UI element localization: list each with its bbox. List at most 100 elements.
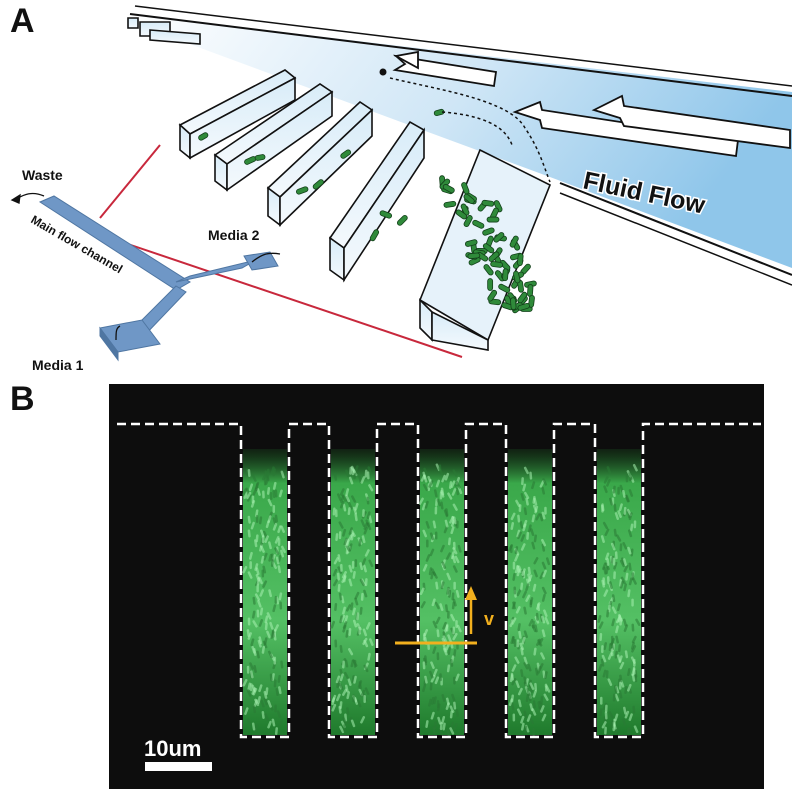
cell-speckle xyxy=(339,615,343,624)
cell-speckle xyxy=(274,536,280,544)
cell-speckle xyxy=(602,669,607,678)
cell-speckle xyxy=(452,676,456,685)
cell-speckle xyxy=(530,528,535,537)
bacterial-cell xyxy=(510,297,517,311)
cell-texture xyxy=(241,463,641,737)
cell-speckle xyxy=(446,728,451,737)
cell-speckle xyxy=(525,694,530,703)
cell-speckle xyxy=(516,588,522,597)
cell-speckle xyxy=(531,481,536,490)
cell-speckle xyxy=(272,604,277,613)
cell-speckle xyxy=(279,601,283,610)
cell-speckle xyxy=(247,717,252,726)
cell-speckle xyxy=(247,571,253,579)
cell-speckle xyxy=(603,566,607,575)
bacterial-cell xyxy=(527,284,534,297)
cell-speckle xyxy=(525,497,529,506)
cell-speckle xyxy=(613,528,617,537)
cell-speckle xyxy=(455,589,460,598)
cell-speckle xyxy=(614,551,618,560)
cell-speckle xyxy=(364,469,368,478)
cell-speckle xyxy=(337,554,341,563)
cell-speckle xyxy=(528,685,534,693)
cell-speckle xyxy=(272,490,276,499)
bacterial-cell xyxy=(472,219,485,229)
cell-speckle xyxy=(270,466,275,475)
cell-speckle xyxy=(531,624,537,633)
cell-speckle xyxy=(428,698,432,707)
cell-speckle xyxy=(614,713,619,722)
cell-speckle xyxy=(526,531,530,540)
cell-speckle xyxy=(606,576,610,585)
cell-speckle xyxy=(451,555,457,564)
bacterial-cell xyxy=(509,235,519,248)
cell-speckle xyxy=(425,521,430,529)
cell-speckle xyxy=(251,687,256,695)
cell-speckle xyxy=(439,603,444,611)
cell-speckle xyxy=(451,693,456,702)
flow-arrows xyxy=(392,50,791,158)
cell-speckle xyxy=(522,590,527,599)
cell-speckle xyxy=(269,621,274,630)
cell-speckle xyxy=(430,661,435,669)
cell-speckle xyxy=(442,635,448,643)
cell-speckle xyxy=(455,708,459,717)
cell-speckle xyxy=(274,489,278,498)
cell-speckle xyxy=(338,682,344,690)
cell-speckle xyxy=(544,671,548,679)
cell-speckle xyxy=(342,528,347,537)
bacterial-cell xyxy=(483,264,494,276)
cell-speckle xyxy=(338,705,342,714)
cell-speckle xyxy=(268,553,273,562)
cell-speckle xyxy=(360,592,364,601)
cell-speckle xyxy=(345,604,352,612)
cell-speckle xyxy=(341,660,345,669)
cell-speckle xyxy=(354,502,359,511)
cell-speckle xyxy=(510,512,516,521)
cell-speckle xyxy=(279,719,283,727)
cell-speckle xyxy=(614,650,618,659)
cell-speckle xyxy=(365,622,371,630)
cell-speckle xyxy=(429,548,435,557)
cell-speckle xyxy=(275,688,279,696)
cell-speckle xyxy=(617,486,620,495)
cell-speckle xyxy=(422,483,429,492)
cell-speckle xyxy=(368,559,374,568)
bacterial-cell xyxy=(464,239,478,247)
cell-speckle xyxy=(272,481,277,490)
cell-speckle xyxy=(605,552,610,561)
cell-speckle xyxy=(623,706,627,715)
cell-speckle xyxy=(348,627,352,636)
cell-speckle xyxy=(419,587,425,596)
cell-speckle xyxy=(606,466,612,474)
cell-speckle xyxy=(604,528,610,536)
cell-speckle xyxy=(271,629,275,638)
cell-speckle xyxy=(433,668,438,677)
cell-speckle xyxy=(366,496,370,505)
cell-speckle xyxy=(268,541,272,550)
cell-speckle xyxy=(247,632,252,640)
cell-speckle xyxy=(242,679,248,687)
cell-speckle xyxy=(353,675,357,684)
cell-speckle xyxy=(536,603,541,612)
cell-speckle xyxy=(433,696,437,705)
cell-speckle xyxy=(510,672,514,681)
cell-speckle xyxy=(353,697,359,705)
cell-speckle xyxy=(272,505,276,514)
cell-speckle xyxy=(352,570,356,579)
cell-speckle xyxy=(450,658,454,667)
bacterial-cell xyxy=(486,216,500,223)
cell-speckle xyxy=(272,468,276,477)
bacterial-cell xyxy=(463,193,475,205)
cell-speckle xyxy=(440,544,445,553)
zoom-lines xyxy=(99,144,463,358)
cell-speckle xyxy=(360,689,366,698)
trap-channels xyxy=(127,17,552,351)
cell-speckle xyxy=(255,573,261,582)
cell-speckle xyxy=(368,515,373,524)
cell-speckle xyxy=(256,609,260,618)
cell-speckle xyxy=(631,598,634,607)
cell-speckle xyxy=(625,572,629,581)
cell-speckle xyxy=(434,601,440,610)
cell-speckle xyxy=(631,645,637,653)
